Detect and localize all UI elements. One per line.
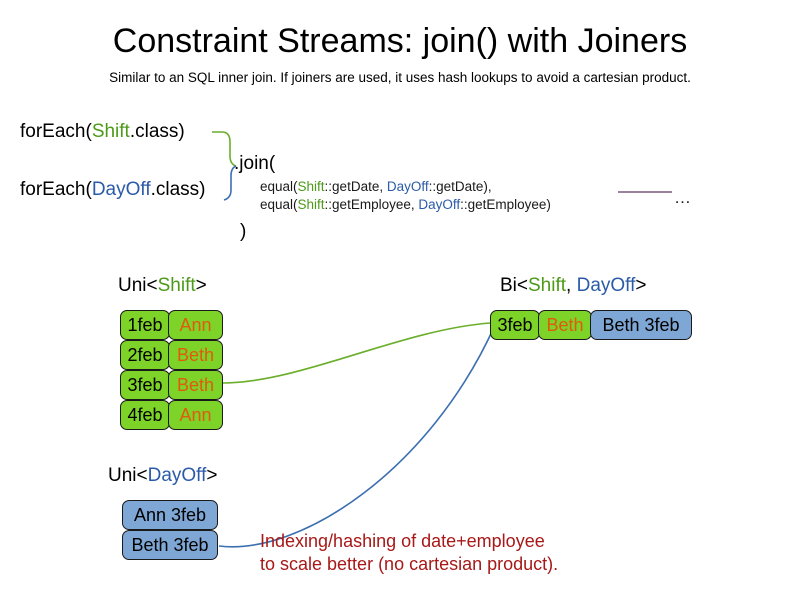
dayoff-row: Ann 3feb <box>122 500 218 530</box>
brace-arm-shift-icon <box>212 131 237 167</box>
label-bi-class-b: DayOff <box>576 275 636 296</box>
slide-subtitle: Similar to an SQL inner join. If joiners… <box>109 70 691 85</box>
join-close-token: ) <box>240 221 247 242</box>
foreach-shift-class: Shift <box>91 121 130 142</box>
label-uni-shift-suffix: > <box>195 275 207 296</box>
label-bi-class-a: Shift <box>528 275 567 296</box>
bi-row-shift-name: Beth <box>538 310 592 340</box>
label-uni-shift-class: Shift <box>157 275 196 296</box>
bi-row-shift-date: 3feb <box>490 310 540 340</box>
joiner-2-left-method: ::getEmployee, <box>324 197 419 212</box>
bi-row-shift-date-text: 3feb <box>497 315 533 335</box>
dayoff-row-text: Ann 3feb <box>133 505 207 525</box>
joiner-line-2: equal(Shift::getEmployee, DayOff::getEmp… <box>260 196 551 214</box>
joiner-1-right-class: DayOff <box>386 179 429 194</box>
bi-row-shift-name-text: Beth <box>546 315 584 335</box>
joiner-line-1: equal(Shift::getDate, DayOff::getDate), <box>260 178 492 196</box>
shift-row-name-text: Ann <box>179 315 212 335</box>
label-uni-dayoff-prefix: Uni< <box>108 465 148 486</box>
joiner-2-prefix: equal( <box>260 197 298 212</box>
ellipsis-label: … <box>674 188 691 207</box>
slide-title: Constraint Streams: join() with Joiners <box>112 22 688 60</box>
bi-row-dayoff: Beth 3feb <box>590 310 692 340</box>
joiner-1-left-method: ::getDate, <box>324 179 387 194</box>
indexing-note-line-1: Indexing/hashing of date+employee <box>260 531 545 551</box>
shift-row-date: 2feb <box>120 340 170 370</box>
foreach-shift-prefix: forEach( <box>20 121 92 142</box>
foreach-shift-suffix: .class) <box>129 121 185 142</box>
joiner-2-left-class: Shift <box>297 197 325 212</box>
joiner-2-right-method: ::getEmployee) <box>460 197 551 212</box>
joiner-2-right-class: DayOff <box>418 197 461 212</box>
foreach-dayoff-line: forEach(DayOff.class) <box>20 178 206 202</box>
joiner-1-left-class: Shift <box>297 179 325 194</box>
joiner-1-right-method: ::getDate), <box>428 179 492 194</box>
bi-row-dayoff-text: Beth 3feb <box>602 315 680 335</box>
label-uni-dayoff-class: DayOff <box>147 465 207 486</box>
foreach-dayoff-suffix: .class) <box>150 179 206 200</box>
shift-row-date-text: 4feb <box>127 405 163 425</box>
connector-dayoff-to-bi-icon <box>218 324 496 548</box>
foreach-dayoff-prefix: forEach( <box>20 179 92 200</box>
label-uni-shift-prefix: Uni< <box>118 275 158 296</box>
shift-row-name: Ann <box>168 310 223 340</box>
label-bi-prefix: Bi< <box>500 275 528 296</box>
label-uni-shift: Uni<Shift> <box>118 274 207 298</box>
shift-row-date: 4feb <box>120 400 170 430</box>
shift-row-date-text: 1feb <box>127 315 163 335</box>
shift-row-name-text: Ann <box>179 405 212 425</box>
label-bi-stream: Bi<Shift, DayOff> <box>500 274 646 298</box>
label-bi-separator: , <box>566 275 577 296</box>
label-uni-dayoff: Uni<DayOff> <box>108 464 218 488</box>
shift-row-date: 1feb <box>120 310 170 340</box>
shift-row-name-text: Beth <box>176 375 215 395</box>
shift-row-date-text: 2feb <box>127 345 163 365</box>
foreach-dayoff-class: DayOff <box>91 179 151 200</box>
foreach-shift-line: forEach(Shift.class) <box>20 120 185 144</box>
shift-row-name: Ann <box>168 400 223 430</box>
shift-row-date: 3feb <box>120 370 170 400</box>
shift-row-name: Beth <box>168 340 223 370</box>
indexing-note: Indexing/hashing of date+employee to sca… <box>260 530 558 576</box>
indexing-note-line-2: to scale better (no cartesian product). <box>260 554 559 574</box>
shift-row-name: Beth <box>168 370 223 400</box>
joiner-1-prefix: equal( <box>260 179 298 194</box>
shift-row-date-text: 3feb <box>127 375 163 395</box>
label-bi-suffix: > <box>635 275 647 296</box>
connector-shift-to-bi-icon <box>221 322 491 384</box>
dayoff-row-text: Beth 3feb <box>131 535 209 555</box>
dayoff-row: Beth 3feb <box>122 530 218 560</box>
join-open-token: .join( <box>234 153 276 174</box>
label-uni-dayoff-suffix: > <box>206 465 218 486</box>
shift-row-name-text: Beth <box>176 345 215 365</box>
